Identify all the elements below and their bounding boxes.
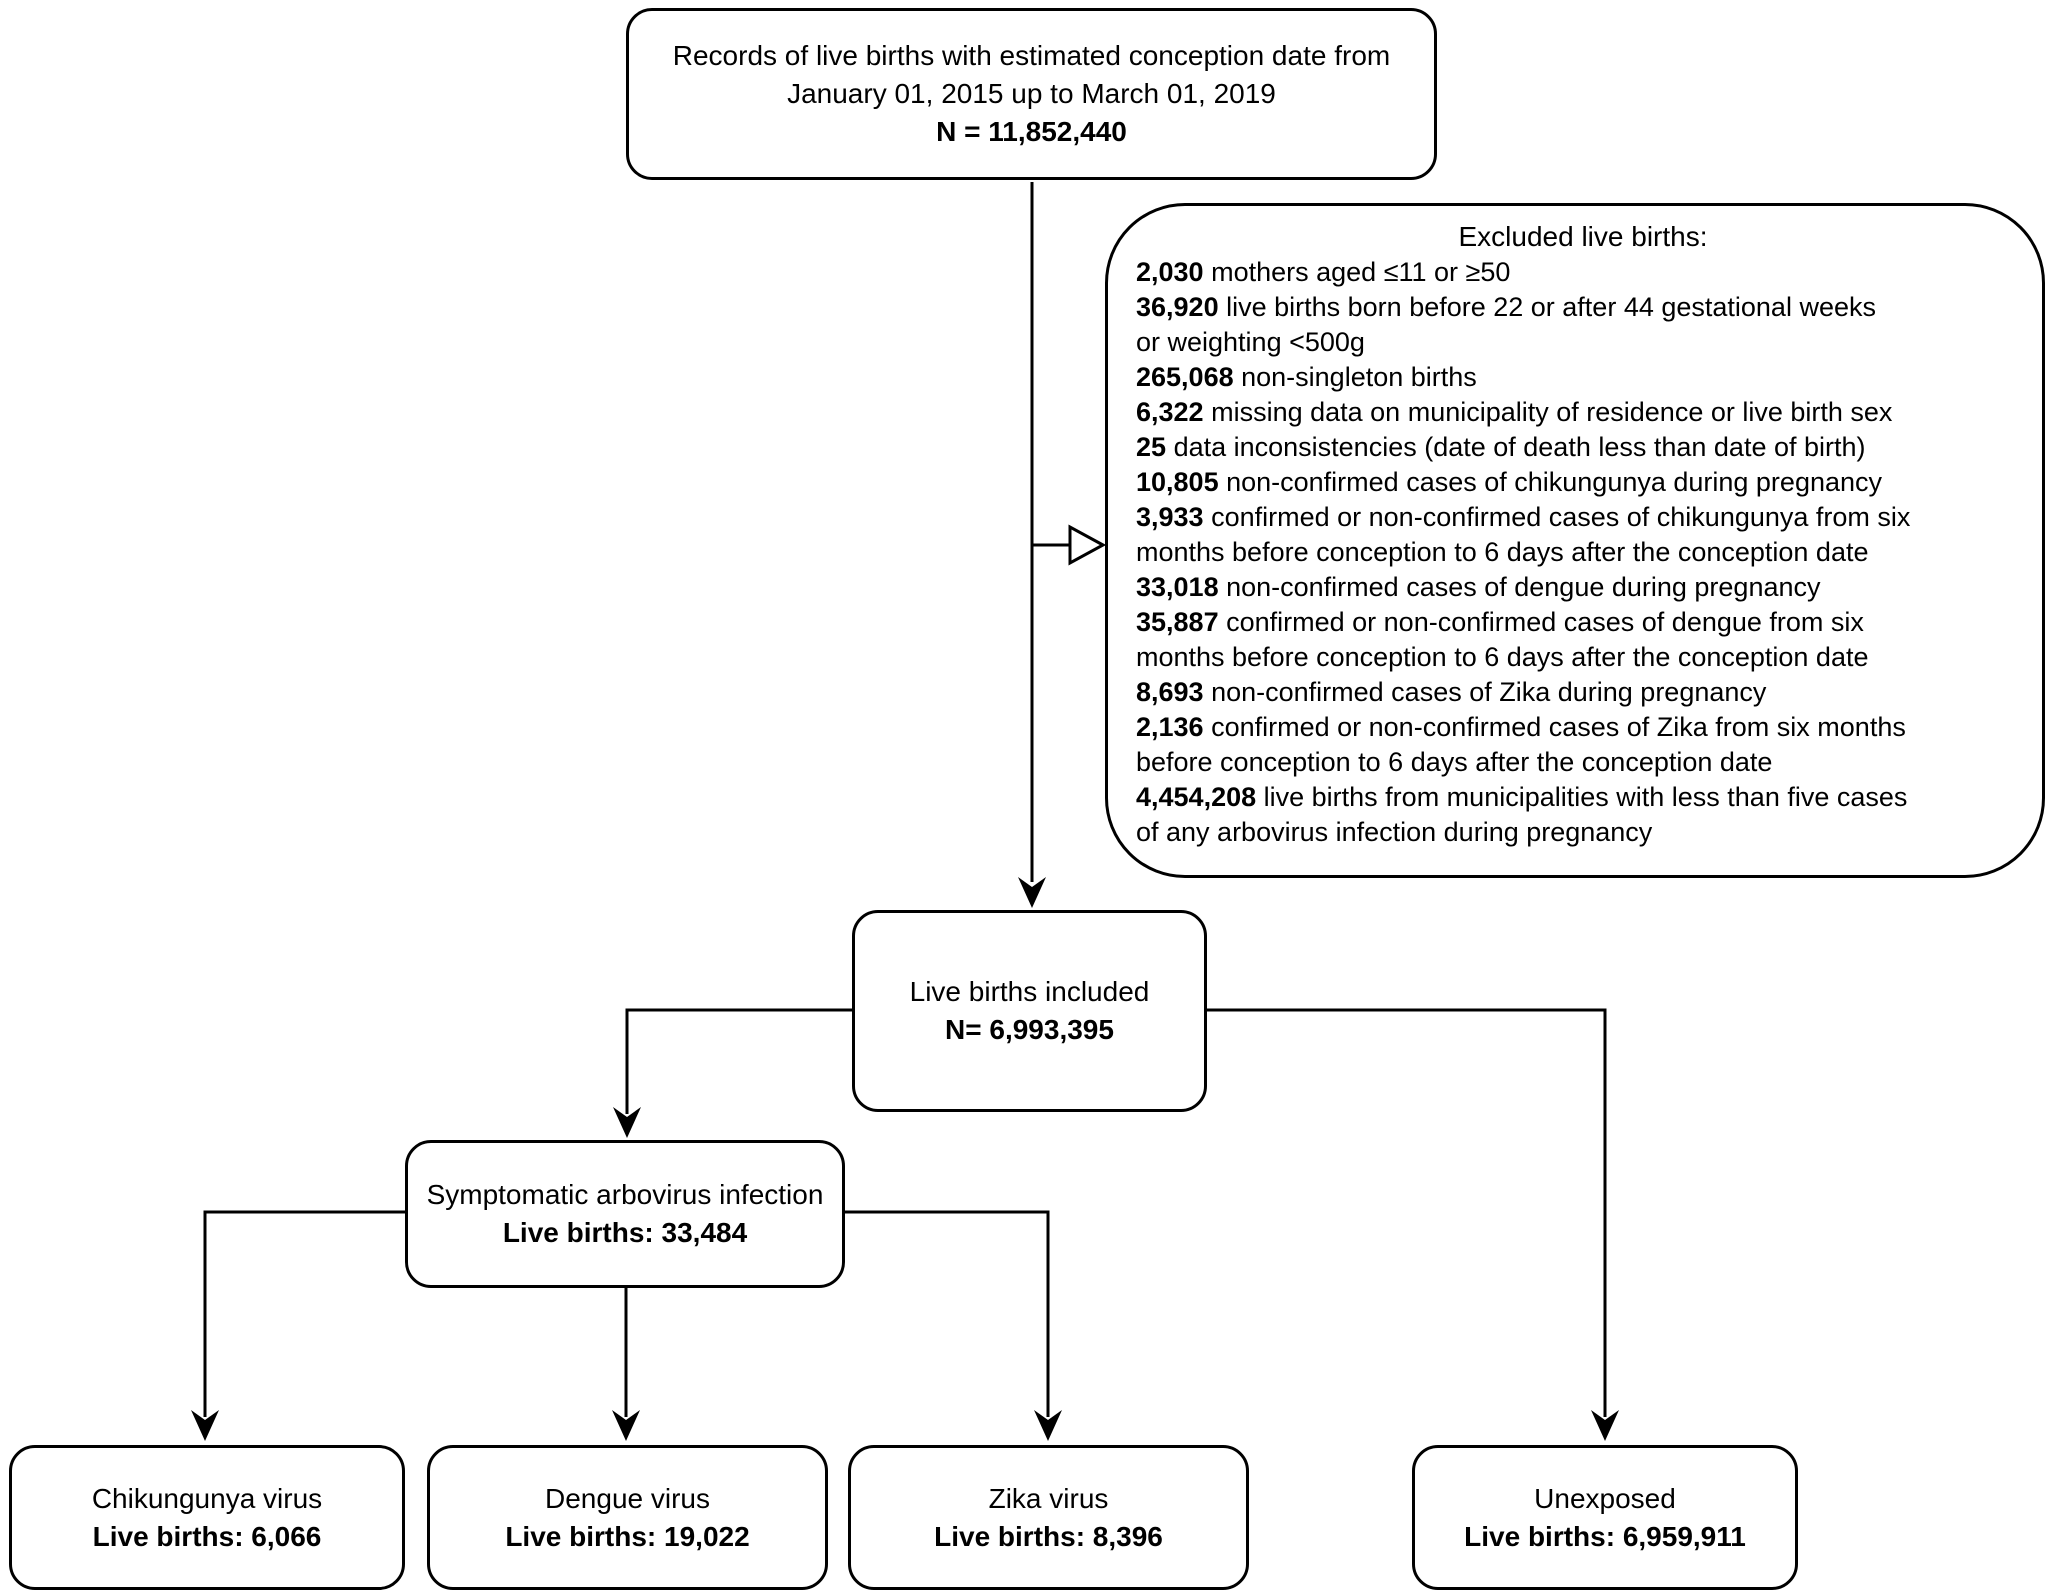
zika-n: Live births: 8,396 [934,1520,1163,1552]
chikungunya-n: Live births: 6,066 [92,1520,322,1552]
exclusion-item: 2,030 mothers aged ≤11 or ≥50 [1136,257,1511,287]
unexposed-n: Live births: 6,959,911 [1464,1520,1746,1552]
exclusion-item: 35,887 confirmed or non-confirmed cases … [1136,607,1869,672]
chikungunya-label: Chikungunya virus [91,1482,323,1514]
included-box: Live births included N= 6,993,395 [852,910,1207,1112]
included-n: N= 6,993,395 [945,1014,1114,1045]
arrowhead-included [1018,877,1046,908]
exclusion-item: 8,693 non-confirmed cases of Zika during… [1136,677,1767,707]
unexposed-label: Unexposed [1534,1482,1676,1514]
arrowhead-chikungunya [191,1410,219,1441]
chikungunya-box: Chikungunya virus Live births: 6,066 [9,1445,405,1590]
symptomatic-box: Symptomatic arbovirus infection Live bir… [405,1140,845,1288]
dengue-box: Dengue virus Live births: 19,022 [427,1445,828,1590]
records-box: Records of live births with estimated co… [626,8,1437,180]
exclusions-title: Excluded live births: [1458,221,1708,252]
exclusion-item: 6,322 missing data on municipality of re… [1136,397,1893,427]
exclusion-item: 3,933 confirmed or non-confirmed cases o… [1136,502,1911,567]
connector-symptomatic-to-zika [845,1210,1050,1417]
exclusion-item: 2,136 confirmed or non-confirmed cases o… [1136,712,1906,777]
dengue-n: Live births: 19,022 [505,1520,750,1552]
records-line1: Records of live births with estimated co… [672,40,1391,71]
connector-included-to-unexposed [1207,1008,1607,1417]
included-label: Live births included [909,976,1150,1007]
arrowhead-symptomatic [613,1107,641,1138]
exclusion-item: 33,018 non-confirmed cases of dengue dur… [1136,572,1821,602]
zika-label: Zika virus [988,1482,1109,1514]
symptomatic-n: Live births: 33,484 [502,1217,748,1248]
arrowhead-zika [1034,1410,1062,1441]
exclusion-item: 4,454,208 live births from municipalitie… [1136,782,1908,847]
arrowhead-dengue [612,1410,640,1441]
connector-symptomatic-to-chikungunya [203,1210,405,1417]
symptomatic-label: Symptomatic arbovirus infection [426,1179,824,1210]
dengue-label: Dengue virus [545,1482,710,1514]
exclusions-box: Excluded live births: 2,030 mothers aged… [1105,203,2045,878]
zika-box: Zika virus Live births: 8,396 [848,1445,1249,1590]
records-n: N = 11,852,440 [936,116,1127,147]
exclusion-item: 10,805 non-confirmed cases of chikunguny… [1136,467,1883,497]
connector-included-to-symptomatic [625,1008,852,1114]
unexposed-box: Unexposed Live births: 6,959,911 [1412,1445,1798,1590]
exclusion-item: 36,920 live births born before 22 or aft… [1136,292,1876,357]
exclusion-item: 25 data inconsistencies (date of death l… [1136,432,1866,462]
records-line2: January 01, 2015 up to March 01, 2019 [787,78,1276,109]
exclusion-item: 265,068 non-singleton births [1136,362,1477,392]
arrowhead-unexposed [1591,1410,1619,1441]
open-arrowhead-exclusions [1068,524,1107,566]
